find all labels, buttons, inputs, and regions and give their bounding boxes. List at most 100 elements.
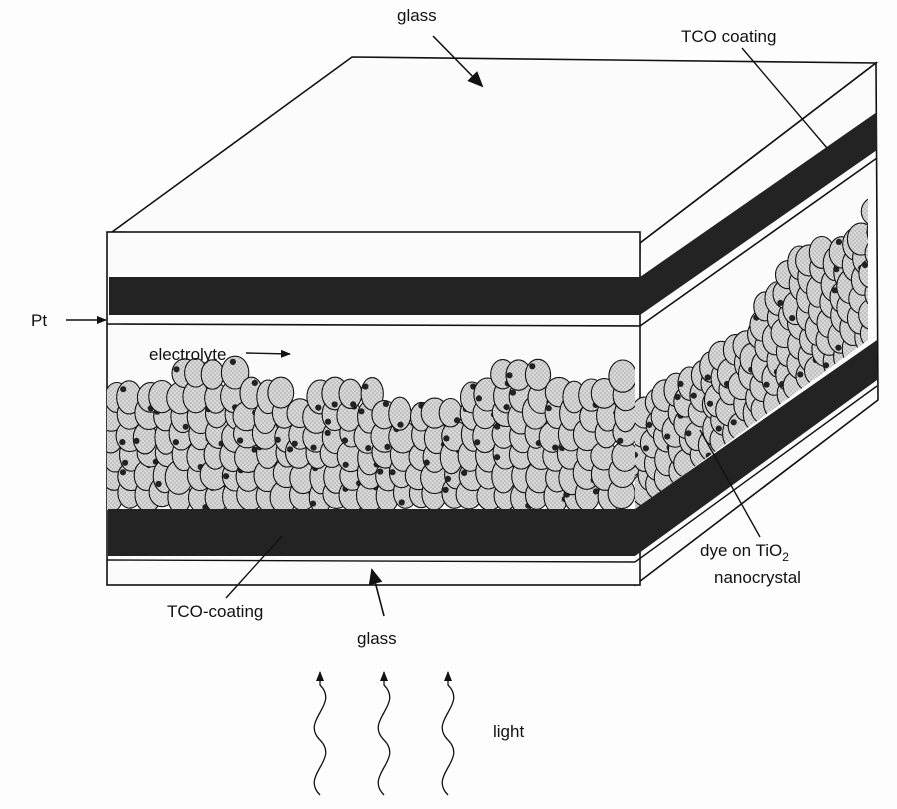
- dye-molecule: [324, 418, 332, 425]
- dye-molecule: [382, 400, 389, 407]
- label-electrolyte: electrolyte: [149, 345, 226, 364]
- dye-molecule: [377, 468, 384, 475]
- dye-molecule: [494, 423, 501, 430]
- label-light: light: [493, 722, 524, 741]
- dye-molecule: [592, 488, 600, 495]
- light-wave-3: [441, 671, 455, 796]
- tio2-particle: [864, 237, 868, 269]
- dye-molecule: [223, 473, 230, 480]
- dye-molecule: [119, 469, 127, 476]
- dye-molecule: [475, 395, 482, 402]
- dye-molecule: [291, 440, 298, 447]
- dye-molecule: [706, 400, 714, 407]
- dye-molecule: [444, 475, 452, 482]
- label-dye-subscript: 2: [782, 550, 789, 564]
- bottom-tco-band-front: [108, 509, 635, 556]
- dye-molecule: [365, 445, 372, 452]
- dye-molecule: [474, 439, 481, 446]
- dye-molecule: [122, 459, 129, 466]
- dye-molecule: [880, 213, 886, 219]
- dye-molecule: [397, 421, 404, 428]
- bottom-glass-side-edge: [634, 385, 878, 563]
- dye-molecule: [494, 454, 501, 461]
- dye-molecule: [789, 315, 796, 322]
- dye-molecule: [831, 287, 838, 294]
- tio2-particle: [220, 355, 250, 390]
- dye-molecule: [509, 389, 516, 396]
- label-nanocrystal: nanocrystal: [714, 568, 801, 587]
- dye-molecule: [384, 443, 391, 450]
- dye-molecule: [172, 439, 179, 446]
- dye-molecule: [100, 407, 106, 413]
- dye-molecule: [229, 358, 236, 365]
- light-wave-1: [313, 671, 327, 796]
- tio2-particle: [858, 298, 868, 330]
- dye-molecule: [646, 421, 653, 428]
- dye-molecule: [342, 461, 349, 468]
- dye-molecule: [274, 436, 281, 443]
- electrolyte-arrow: [245, 349, 291, 358]
- tio2-particle: [200, 359, 225, 390]
- dye-molecule: [362, 383, 369, 390]
- dye-molecule: [777, 299, 784, 306]
- dye-molecule: [690, 392, 697, 399]
- tio2-particle: [267, 376, 295, 409]
- bottom-glass-top-edge: [106, 559, 636, 563]
- dye-molecule: [423, 459, 430, 466]
- dye-molecule: [866, 229, 868, 236]
- tio2-particle: [864, 278, 868, 309]
- dye-molecule: [389, 469, 396, 476]
- dye-molecule: [324, 429, 331, 436]
- light-wave-2: [377, 671, 391, 796]
- dye-molecule: [119, 439, 126, 446]
- dye-molecule: [120, 386, 127, 393]
- tco-top-leader: [741, 47, 828, 149]
- label-tco-coating-bottom: TCO-coating: [167, 602, 263, 621]
- label-dye-prefix: dye on TiO: [700, 541, 782, 560]
- dye-molecule: [358, 408, 365, 415]
- dye-molecule: [617, 437, 624, 444]
- dye-molecule: [674, 393, 681, 401]
- dye-molecule: [315, 404, 322, 411]
- dye-molecule: [442, 486, 449, 493]
- dye-molecule: [237, 437, 244, 444]
- dye-molecule: [454, 417, 461, 424]
- dye-molecule: [331, 401, 338, 408]
- dye-molecule: [133, 437, 140, 444]
- dye-molecule: [664, 433, 671, 440]
- glass-top-arrow: [432, 35, 484, 88]
- dye-molecule: [822, 362, 830, 369]
- dye-molecule: [341, 437, 348, 444]
- pt-line-front: [106, 323, 641, 327]
- dye-molecule: [182, 423, 189, 430]
- tio2-particle: [608, 359, 635, 393]
- tco-bottom-leader: [225, 535, 283, 599]
- dye-molecule: [685, 430, 692, 437]
- dye-molecule: [155, 480, 162, 488]
- dye-molecule: [350, 401, 357, 408]
- label-pt: Pt: [31, 311, 47, 330]
- dye-molecule: [443, 435, 450, 442]
- dye-molecule: [310, 444, 317, 451]
- dye-molecule: [715, 425, 722, 432]
- label-glass-bottom: glass: [357, 629, 397, 648]
- dye-molecule: [287, 446, 294, 453]
- dye-molecule: [529, 363, 536, 370]
- dye-molecule: [635, 451, 639, 458]
- bottom-tco-band-side: [635, 340, 877, 556]
- dye-molecule: [730, 419, 737, 426]
- label-dye-on-tio2: dye on TiO2: [700, 541, 789, 564]
- dye-molecule: [173, 366, 180, 373]
- dye-molecule: [835, 238, 843, 245]
- label-glass-top: glass: [397, 6, 437, 25]
- dye-molecule: [861, 261, 868, 269]
- dye-molecule: [309, 500, 317, 507]
- dye-leader: [699, 429, 761, 538]
- dye-molecule: [251, 379, 258, 386]
- dye-molecule: [677, 380, 684, 387]
- glass-bottom-arrow: [368, 568, 385, 617]
- dye-molecule: [881, 242, 887, 248]
- dye-molecule: [552, 444, 559, 451]
- top-tco-band-front: [109, 277, 640, 315]
- dye-molecule: [398, 499, 405, 506]
